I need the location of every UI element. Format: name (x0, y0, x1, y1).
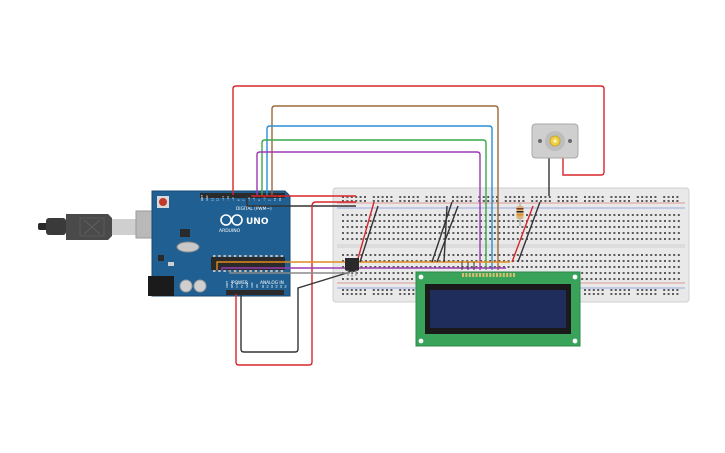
wire-jumper-black-3 (436, 205, 459, 263)
pin-label-analog: A0 (262, 284, 265, 288)
pin-label-digital: ~5 (253, 197, 256, 201)
lcd-pin-header (462, 273, 515, 277)
pin-label-power: GND (246, 282, 249, 288)
pin-label-digital: 12 (217, 197, 220, 201)
usb-cable[interactable] (38, 210, 169, 240)
pin-label-analog: A2 (271, 284, 274, 288)
wire-lcd-pins (461, 262, 475, 270)
pin-label-digital: 7 (243, 199, 246, 201)
pin-label-digital: ~3 (263, 197, 266, 201)
lcd-screen (430, 290, 566, 328)
wire-jumper-black-1 (359, 205, 379, 263)
wire-black-power (240, 271, 351, 353)
wire-brown (271, 105, 499, 270)
pin-label-analog: A3 (276, 284, 279, 288)
arduino-uno[interactable]: UNO ARDUINO DIGITAL (PWM~) POWER ANALOG … (38, 190, 291, 297)
wire-green (261, 139, 487, 270)
arduino-model-label: UNO (246, 217, 269, 227)
pin-label-digital: ~11 (222, 195, 225, 201)
pin-label-digital: RX 0 (279, 195, 282, 201)
wires (216, 85, 605, 366)
analog-header-label: ANALOG IN (260, 280, 284, 286)
pin-label-digital: TX 1 (274, 195, 277, 201)
wire-purple-top (256, 151, 481, 270)
pin-label-power: VIN (256, 284, 259, 288)
arduino-brand-label: ARDUINO (219, 228, 241, 234)
pin-label-analog: A5 (285, 284, 288, 288)
wire-gray (229, 270, 350, 274)
dc-motor[interactable] (531, 123, 579, 159)
wire-jumper-red-1 (356, 201, 375, 263)
pin-label-power: 5V (241, 284, 244, 288)
resistor[interactable] (516, 203, 524, 226)
pin-label-power: RESET (231, 280, 234, 288)
pin-label-digital: GND (206, 195, 209, 201)
wire-red-motor (232, 85, 605, 195)
pin-label-digital: AREF (201, 194, 204, 201)
power-header-label: POWER (232, 280, 248, 286)
pin-label-digital: ~9 (232, 197, 235, 201)
pin-label-digital: ~10 (227, 195, 230, 201)
temperature-sensor[interactable] (345, 258, 359, 277)
digital-header-label: DIGITAL (PWM~) (236, 206, 272, 212)
wire-jumper-black-5 (517, 201, 541, 263)
wire-jumper-red-2 (511, 205, 534, 263)
reset-button[interactable] (159, 198, 167, 206)
wire-purple-bottom (221, 267, 506, 270)
wire-jumper-black-2 (431, 201, 453, 263)
pin-label-power: GND (251, 282, 254, 288)
arduino-logo-icon (220, 214, 243, 226)
wire-jumper-black-4 (443, 205, 448, 263)
pin-label-power: IOREF (226, 280, 229, 288)
pin-label-power: 3.3V (236, 282, 239, 288)
lcd-16x2[interactable] (415, 271, 581, 347)
wire-blue (266, 125, 493, 270)
pin-label-analog: A4 (280, 284, 283, 288)
pin-label-digital: 4 (258, 199, 261, 201)
wire-orange (216, 261, 510, 270)
wire-black-rail-top (246, 195, 356, 207)
pin-label-digital: 2 (269, 199, 272, 201)
pin-label-digital: 8 (237, 199, 240, 201)
pin-label-digital: 13 (211, 197, 214, 201)
wire-red-power (235, 201, 356, 366)
pin-label-digital: ~6 (248, 197, 251, 201)
pin-label-analog: A1 (267, 284, 270, 288)
wire-red-rail (251, 195, 356, 197)
breadboard-holes (342, 196, 680, 295)
